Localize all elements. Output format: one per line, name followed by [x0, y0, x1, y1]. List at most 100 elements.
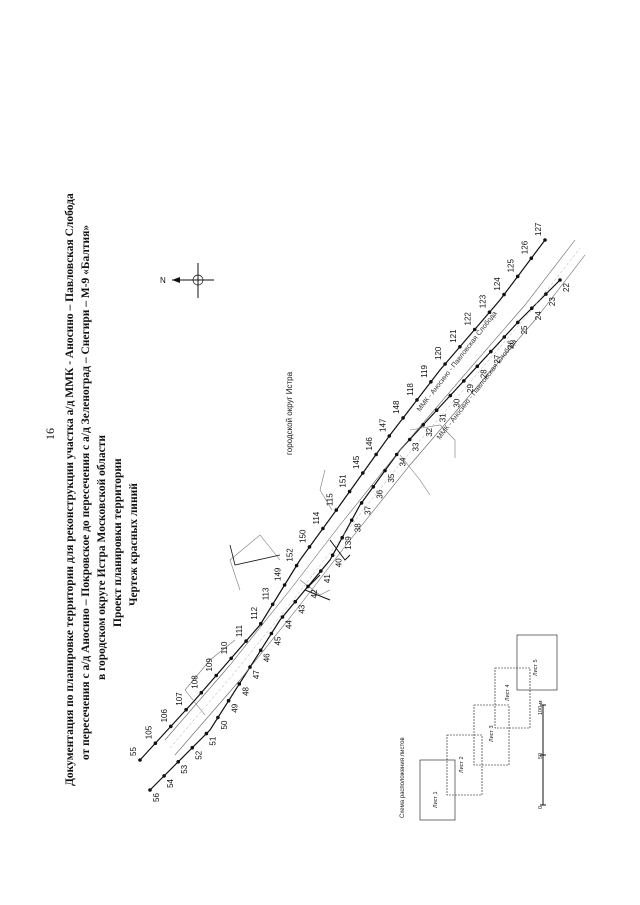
- upper-point-label-106: 106: [160, 709, 169, 723]
- lower-point-label-41: 41: [323, 574, 332, 583]
- sheet-label-1: Лист 1: [433, 791, 439, 808]
- upper-point-label-125: 125: [507, 259, 516, 273]
- sheet-frame-1: [419, 759, 456, 821]
- lower-point-marker-41: [319, 569, 323, 573]
- sheet-label-5: Лист 5: [533, 659, 539, 676]
- upper-point-marker-111: [244, 639, 248, 643]
- upper-point-marker-150: [307, 545, 312, 549]
- lower-point-label-22: 22: [562, 283, 571, 292]
- upper-point-marker-115: [334, 508, 339, 512]
- scale-label-100: 100 м: [538, 700, 544, 715]
- lower-point-marker-35: [383, 468, 387, 473]
- upper-point-label-120: 120: [434, 346, 443, 360]
- sheet-label-3: Лист 3: [489, 725, 495, 742]
- upper-point-marker-122: [472, 327, 477, 332]
- lower-point-label-56: 56: [152, 793, 161, 802]
- lower-point-label-44: 44: [285, 620, 294, 629]
- north-label: N: [160, 276, 166, 285]
- lower-point-marker-25: [516, 320, 520, 325]
- lower-point-marker-33: [407, 437, 412, 442]
- lower-point-label-54: 54: [166, 778, 175, 787]
- upper-point-marker-119: [429, 380, 433, 384]
- lower-point-label-46: 46: [263, 653, 272, 662]
- road-label-lower: ММК - Аносино - Павловская Слобода: [435, 338, 518, 442]
- upper-point-marker-124: [502, 292, 506, 297]
- upper-point-label-118: 118: [406, 383, 415, 396]
- road-corridor: [139, 239, 586, 791]
- lower-point-marker-23: [544, 292, 548, 296]
- upper-point-label-105: 105: [144, 725, 153, 739]
- lower-point-marker-34: [394, 452, 399, 457]
- upper-point-marker-120: [443, 362, 447, 366]
- lower-point-label-50: 50: [220, 720, 229, 729]
- lower-point-label-38: 38: [354, 523, 363, 532]
- lower-point-marker-48: [237, 682, 242, 686]
- upper-point-marker-126: [529, 256, 534, 261]
- lower-point-label-35: 35: [387, 473, 396, 482]
- sheet-frame-3: [473, 704, 510, 766]
- lower-point-label-40: 40: [335, 558, 344, 567]
- north-arrow-icon: N: [160, 263, 214, 298]
- lower-point-marker-45: [269, 631, 274, 636]
- lower-point-marker-24: [530, 306, 534, 311]
- lower-point-label-36: 36: [375, 489, 384, 498]
- lower-point-marker-49: [226, 698, 231, 703]
- lower-point-marker-139: [340, 535, 345, 540]
- upper-point-label-147: 147: [378, 418, 387, 432]
- lower-point-label-51: 51: [208, 736, 217, 745]
- sheet-scheme: Схема расположения листов Лист 1 Лист 2 …: [400, 634, 558, 821]
- lower-point-marker-47: [248, 665, 252, 669]
- lower-point-marker-56: [148, 788, 152, 792]
- lower-point-marker-43: [293, 599, 298, 604]
- sheet-frame-5: [516, 634, 558, 691]
- lower-point-marker-51: [204, 731, 209, 736]
- upper-point-label-127: 127: [534, 222, 543, 236]
- upper-point-marker-114: [321, 526, 325, 531]
- upper-point-label-146: 146: [365, 437, 374, 451]
- lower-point-label-34: 34: [399, 457, 408, 466]
- lower-point-marker-53: [176, 760, 180, 764]
- lower-point-marker-44: [280, 615, 285, 619]
- lower-point-marker-22: [558, 278, 562, 282]
- upper-point-marker-123: [487, 310, 492, 315]
- upper-point-label-55: 55: [129, 747, 138, 756]
- upper-point-marker-107: [184, 707, 188, 712]
- lower-point-label-47: 47: [252, 670, 261, 679]
- upper-point-label-110: 110: [220, 641, 229, 654]
- upper-point-label-108: 108: [190, 675, 199, 689]
- lower-point-label-27: 27: [493, 354, 502, 363]
- upper-point-marker-105: [153, 741, 158, 745]
- lower-point-label-24: 24: [534, 311, 543, 320]
- lower-point-marker-46: [258, 648, 263, 653]
- lower-point-label-42: 42: [310, 589, 319, 598]
- upper-point-label-121: 121: [449, 329, 458, 343]
- upper-point-label-126: 126: [520, 240, 529, 254]
- upper-point-label-152: 152: [286, 548, 295, 562]
- upper-point-label-149: 149: [274, 567, 283, 581]
- upper-point-label-107: 107: [175, 692, 184, 706]
- upper-point-marker-110: [229, 656, 233, 661]
- upper-point-marker-146: [374, 452, 378, 457]
- upper-point-label-123: 123: [479, 294, 488, 308]
- upper-point-marker-151: [347, 489, 352, 494]
- lower-point-marker-29: [462, 379, 466, 383]
- lower-point-marker-28: [475, 364, 480, 369]
- lower-point-label-48: 48: [241, 686, 250, 695]
- upper-point-marker-125: [515, 274, 520, 279]
- lower-point-marker-50: [216, 715, 220, 720]
- lower-point-label-28: 28: [479, 369, 488, 378]
- upper-point-label-150: 150: [299, 529, 308, 543]
- upper-point-marker-149: [282, 583, 287, 587]
- lower-point-label-32: 32: [425, 427, 434, 436]
- upper-point-label-111: 111: [235, 624, 244, 637]
- upper-point-marker-148: [401, 416, 405, 420]
- scale-label-50: 50: [538, 753, 544, 759]
- lower-point-label-25: 25: [520, 325, 529, 334]
- upper-point-marker-109: [214, 673, 218, 678]
- upper-point-marker-108: [199, 690, 204, 695]
- upper-point-label-122: 122: [464, 312, 473, 326]
- lower-point-label-139: 139: [344, 536, 353, 550]
- upper-point-label-119: 119: [420, 364, 429, 377]
- sheet-scheme-title: Схема расположения листов: [400, 737, 406, 818]
